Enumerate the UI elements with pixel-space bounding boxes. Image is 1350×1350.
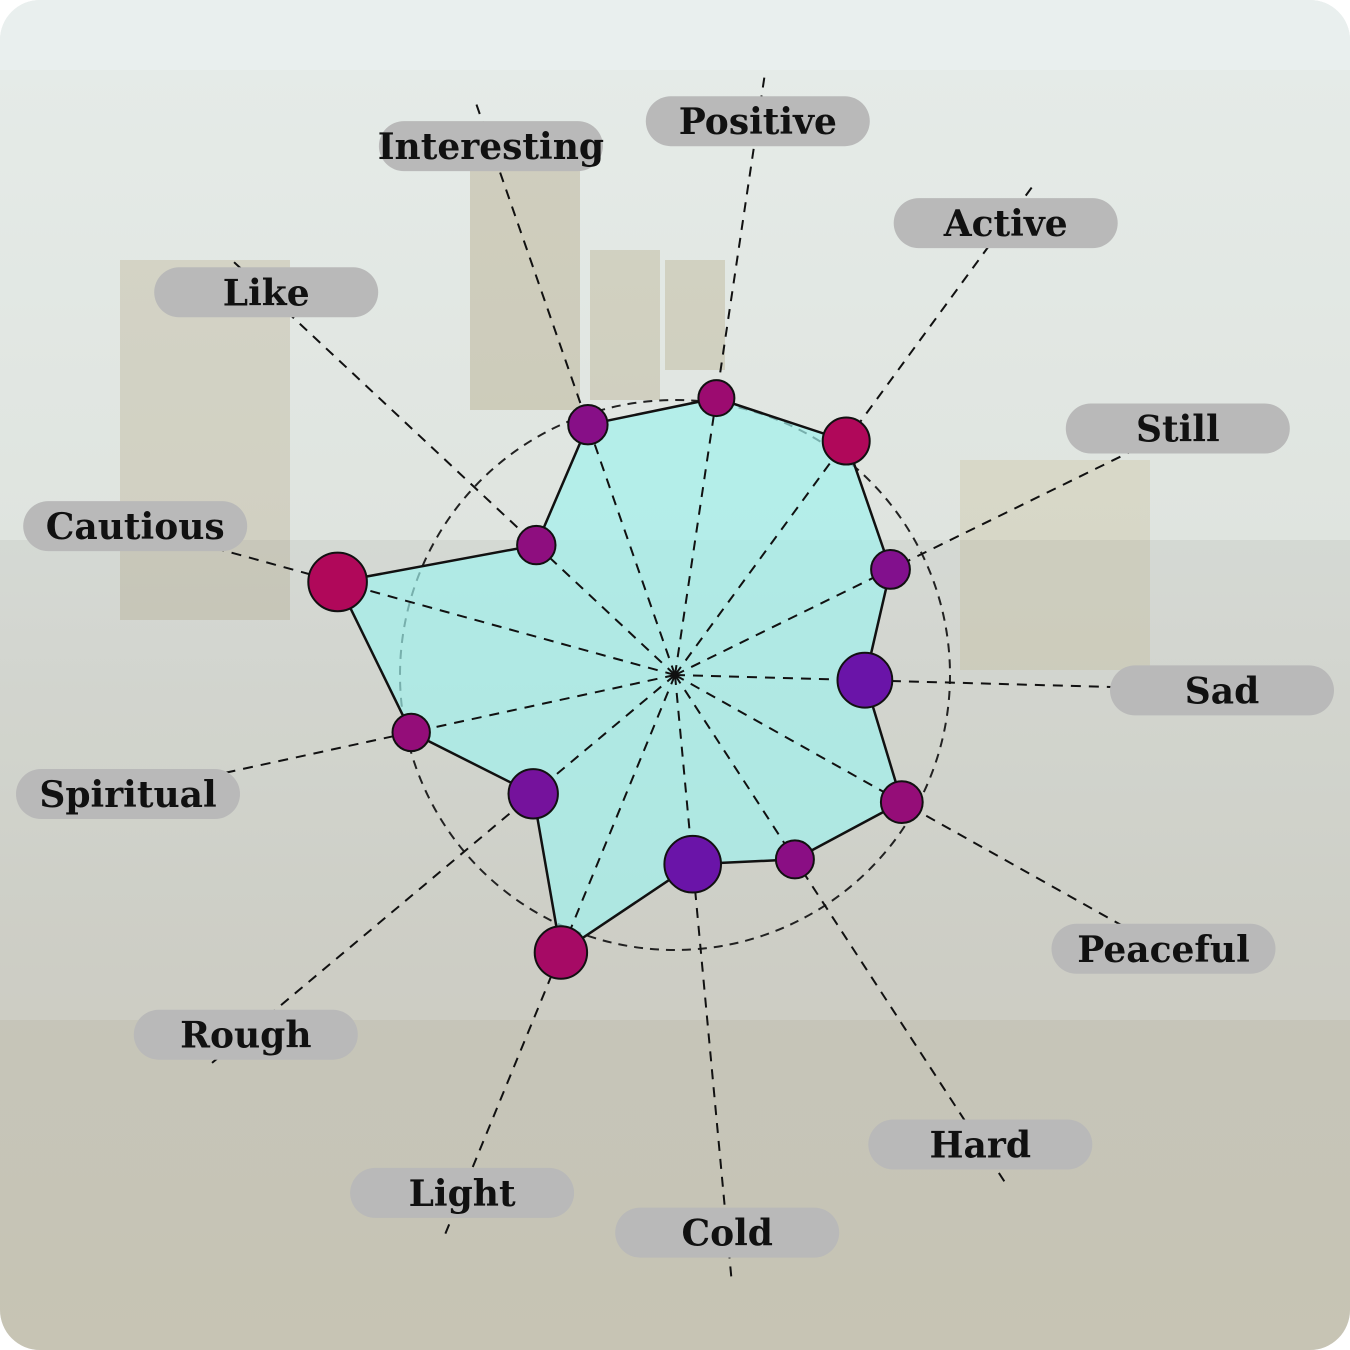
label-pill bbox=[1051, 923, 1276, 974]
label-pill bbox=[893, 198, 1118, 249]
label-pill bbox=[16, 769, 240, 819]
label-peaceful: Peaceful bbox=[1051, 923, 1276, 974]
label-pill bbox=[1065, 403, 1290, 454]
spoke-hard bbox=[674, 674, 1009, 1187]
marker-sad bbox=[836, 651, 894, 709]
axis-label: Spiritual bbox=[39, 774, 216, 816]
label-interesting: Interesting bbox=[378, 121, 604, 172]
label-positive: Positive bbox=[645, 96, 870, 147]
label-light: Light bbox=[350, 1167, 575, 1218]
spoke-cold bbox=[674, 674, 733, 1283]
marker-like bbox=[516, 524, 557, 566]
axis-label: Peaceful bbox=[1077, 929, 1250, 971]
spoke-active bbox=[674, 182, 1037, 676]
marker-light bbox=[533, 925, 589, 980]
marker-positive bbox=[697, 379, 736, 418]
spoke-rough bbox=[206, 674, 676, 1068]
label-still: Still bbox=[1065, 403, 1290, 454]
marker-cautious bbox=[307, 551, 368, 613]
axis-label: Cold bbox=[681, 1213, 773, 1255]
axis-label: Still bbox=[1136, 409, 1220, 451]
label-pill bbox=[615, 1207, 840, 1258]
marker-rough bbox=[507, 768, 559, 820]
markers-layer bbox=[307, 379, 924, 980]
axis-label: Active bbox=[943, 203, 1068, 245]
marker-active bbox=[821, 416, 871, 466]
label-spiritual: Spiritual bbox=[16, 769, 240, 819]
axis-label: Light bbox=[409, 1173, 516, 1215]
marker-interesting bbox=[567, 404, 609, 446]
axis-label: Rough bbox=[180, 1015, 311, 1057]
marker-peaceful bbox=[879, 780, 924, 824]
label-like: Like bbox=[154, 267, 379, 318]
spoke-peaceful bbox=[674, 674, 1208, 975]
spoke-light bbox=[442, 674, 676, 1240]
label-pill bbox=[350, 1167, 575, 1218]
label-pill bbox=[23, 501, 248, 552]
axis-label: Like bbox=[223, 272, 310, 314]
label-active: Active bbox=[893, 198, 1118, 249]
axis-label: Interesting bbox=[378, 126, 604, 168]
marker-hard bbox=[774, 839, 815, 880]
reference-circle-layer bbox=[399, 399, 951, 951]
label-hard: Hard bbox=[868, 1119, 1093, 1170]
label-cautious: Cautious bbox=[23, 501, 248, 552]
axis-label: Sad bbox=[1185, 670, 1260, 712]
marker-cold bbox=[663, 834, 723, 894]
label-pill bbox=[378, 121, 603, 172]
spoke-positive bbox=[674, 71, 767, 676]
label-pill bbox=[154, 267, 379, 318]
label-cold: Cold bbox=[615, 1207, 840, 1258]
label-rough: Rough bbox=[133, 1009, 358, 1060]
axis-label: Hard bbox=[930, 1125, 1031, 1167]
axis-label: Cautious bbox=[46, 506, 225, 548]
label-pill bbox=[133, 1009, 358, 1060]
reference-circle bbox=[399, 399, 951, 951]
label-pill bbox=[1110, 665, 1334, 716]
spoke-interesting bbox=[473, 98, 676, 676]
spoke-like bbox=[229, 257, 676, 676]
marker-spiritual bbox=[391, 712, 431, 753]
label-pill bbox=[868, 1119, 1093, 1170]
label-sad: Sad bbox=[1110, 665, 1334, 716]
axis-label: Positive bbox=[679, 101, 837, 143]
label-pill bbox=[645, 96, 870, 147]
marker-still bbox=[870, 549, 911, 590]
